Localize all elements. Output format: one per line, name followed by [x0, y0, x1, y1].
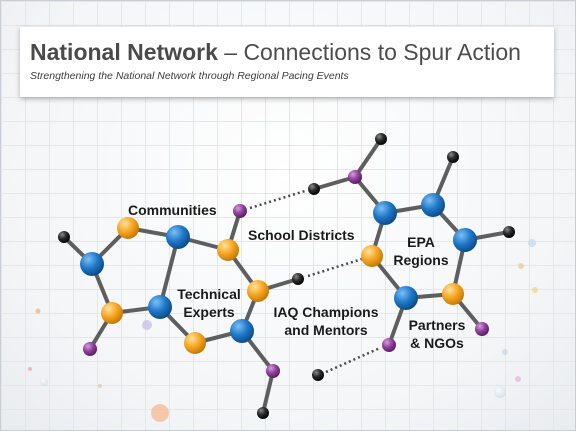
black-node	[257, 407, 269, 419]
blue-node	[453, 228, 477, 252]
blue-node	[80, 252, 104, 276]
black-node	[58, 231, 70, 243]
title-rest: – Connections to Spur Action	[217, 39, 521, 65]
blue-node	[148, 295, 172, 319]
label-school-districts: School Districts	[248, 227, 355, 243]
orange-node	[117, 217, 139, 239]
purple-node	[83, 342, 97, 356]
label-partners-line2: & NGOs	[410, 335, 464, 351]
faint-bubble	[494, 386, 506, 398]
faint-bubble	[98, 384, 102, 388]
background-bubbles	[28, 239, 538, 422]
orange-node	[442, 283, 464, 305]
black-node	[312, 369, 324, 381]
faint-bubble	[532, 287, 538, 293]
title-box: National Network – Connections to Spur A…	[20, 27, 554, 97]
blue-node	[421, 193, 445, 217]
orange-node	[184, 332, 206, 354]
label-partners-line1: Partners	[409, 317, 466, 333]
purple-node	[475, 322, 489, 336]
faint-bubble	[40, 378, 48, 386]
slide-title: National Network – Connections to Spur A…	[30, 38, 544, 66]
orange-node	[361, 245, 383, 267]
blue-node	[394, 286, 418, 310]
faint-bubble	[515, 376, 521, 382]
label-communities: Communities	[128, 202, 217, 218]
purple-node-communities	[233, 204, 247, 218]
faint-bubble	[142, 320, 152, 330]
faint-bubble	[502, 349, 508, 355]
black-node	[503, 226, 515, 238]
diagram-labels: Communities School Districts EPA Regions…	[128, 202, 466, 351]
faint-bubble	[35, 308, 41, 314]
faint-bubble	[151, 404, 169, 422]
blue-node	[166, 225, 190, 249]
faint-bubble	[518, 263, 524, 269]
black-node	[375, 133, 387, 145]
blue-node	[230, 319, 254, 343]
purple-node	[348, 170, 362, 184]
title-bold: National Network	[30, 39, 218, 65]
label-iaq-line1: IAQ Champions	[273, 304, 378, 320]
slide-subtitle: Strengthening the National Network throu…	[30, 70, 349, 82]
purple-node	[382, 338, 396, 352]
blue-node	[373, 201, 397, 225]
black-node	[447, 151, 459, 163]
molecule-bonds	[62, 137, 511, 415]
label-iaq-line2: and Mentors	[284, 322, 367, 338]
label-technical-line1: Technical	[177, 286, 241, 302]
molecule-nodes	[58, 133, 515, 419]
orange-node	[247, 280, 269, 302]
dotted-connectors	[249, 189, 381, 374]
orange-node	[101, 302, 123, 324]
orange-node	[217, 239, 239, 261]
label-epa-line1: EPA	[407, 234, 435, 250]
faint-bubble	[28, 367, 32, 371]
label-technical-line2: Experts	[183, 304, 235, 320]
black-node	[308, 183, 320, 195]
label-epa-line2: Regions	[393, 252, 448, 268]
black-node	[292, 273, 304, 285]
purple-node	[266, 364, 280, 378]
faint-bubble	[528, 239, 536, 247]
